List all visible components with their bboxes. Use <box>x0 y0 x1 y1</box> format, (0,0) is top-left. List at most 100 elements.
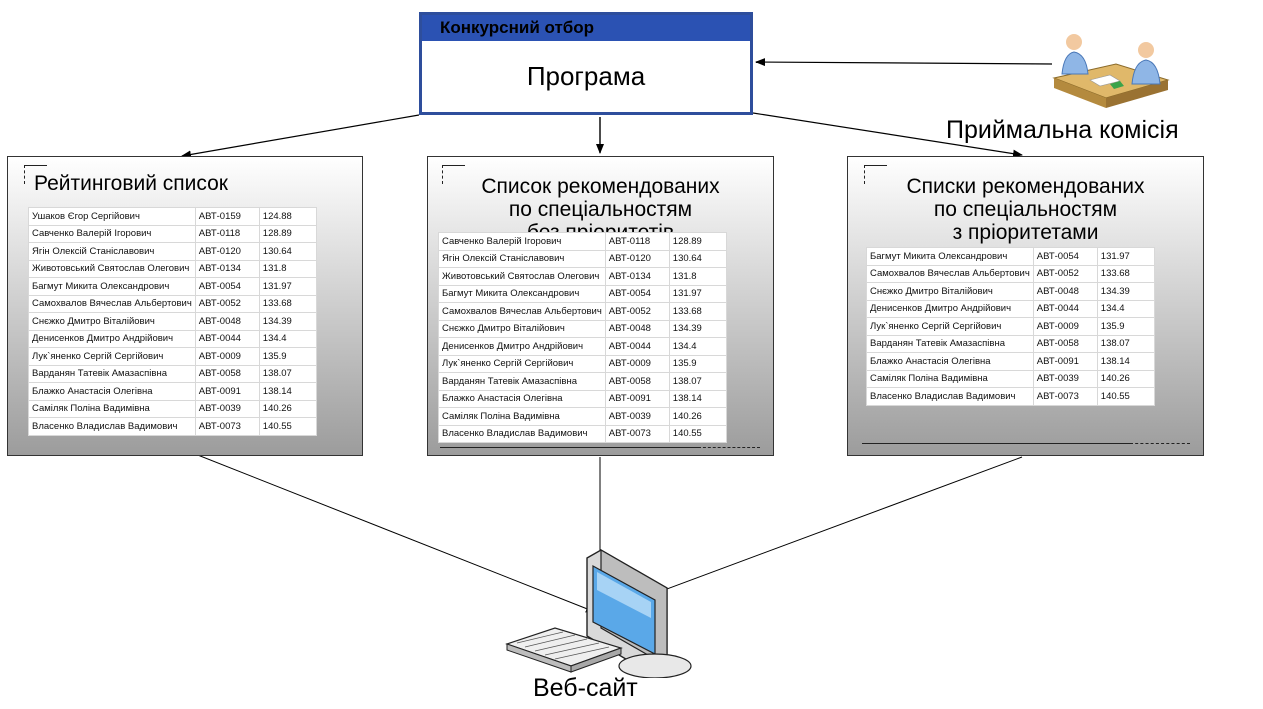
applicant-score: 135.9 <box>258 347 317 366</box>
applicant-name: Самохвалов Вячеслав Альбертович <box>866 264 1034 283</box>
applicant-score: 138.07 <box>1096 334 1155 353</box>
program-header: Конкурсний отбор <box>422 15 750 41</box>
applicant-id: АВТ-0009 <box>194 347 260 366</box>
applicant-score: 138.14 <box>258 382 317 401</box>
applicant-name: Варданян Татевік Амазаспівна <box>438 372 606 391</box>
applicant-name: Багмут Микита Олександрович <box>438 284 606 303</box>
applicant-id: АВТ-0009 <box>604 354 670 373</box>
panel-corner-mark <box>864 165 887 184</box>
panel-corner-mark <box>24 165 47 184</box>
applicant-name: Саміляк Поліна Вадимівна <box>438 407 606 426</box>
applicant-id: АВТ-0118 <box>604 232 670 251</box>
applicant-id: АВТ-0052 <box>604 302 670 321</box>
applicant-score: 134.4 <box>668 337 727 356</box>
applicant-score: 134.4 <box>258 329 317 348</box>
applicant-name: Саміляк Поліна Вадимівна <box>866 369 1034 388</box>
applicant-name: Денисенков Дмитро Андрійович <box>438 337 606 356</box>
applicant-score: 138.07 <box>258 364 317 383</box>
priority-list-panel: Списки рекомендованих по спеціальностям … <box>847 156 1204 456</box>
applicant-score: 138.14 <box>1096 352 1155 371</box>
applicant-score: 128.89 <box>258 224 317 243</box>
applicant-score: 138.07 <box>668 372 727 391</box>
rating-list-panel: Рейтинговий список Ушаков Єгор Сергійови… <box>7 156 363 456</box>
applicant-id: АВТ-0134 <box>194 259 260 278</box>
applicant-name: Савченко Валерій Ігорович <box>28 224 196 243</box>
applicant-name: Багмут Микита Олександрович <box>866 247 1034 266</box>
applicant-score: 134.4 <box>1096 299 1155 318</box>
applicant-id: АВТ-0134 <box>604 267 670 286</box>
arrow-program-to-priority <box>752 112 1023 158</box>
applicant-id: АВТ-0054 <box>194 277 260 296</box>
applicant-score: 140.26 <box>1096 369 1155 388</box>
applicant-id: АВТ-0058 <box>1032 334 1098 353</box>
applicant-score: 134.39 <box>668 319 727 338</box>
applicant-id: АВТ-0048 <box>1032 282 1098 301</box>
applicant-score: 128.89 <box>668 232 727 251</box>
applicant-score: 138.14 <box>668 389 727 408</box>
applicant-name: Савченко Валерій Ігорович <box>438 232 606 251</box>
applicant-id: АВТ-0052 <box>194 294 260 313</box>
applicant-name: Власенко Владислав Вадимович <box>438 424 606 443</box>
applicant-id: АВТ-0054 <box>1032 247 1098 266</box>
applicant-name: Блажко Анастасія Олегівна <box>866 352 1034 371</box>
applicant-score: 134.39 <box>258 312 317 331</box>
applicant-score: 140.55 <box>668 424 727 443</box>
applicant-name: Ягін Олексій Станіславович <box>28 242 196 261</box>
applicant-name: Самохвалов Вячеслав Альбертович <box>438 302 606 321</box>
applicant-name: Блажко Анастасія Олегівна <box>28 382 196 401</box>
rating-list-title: Рейтинговий список <box>34 172 228 195</box>
applicant-name: Лук`яненко Сергій Сергійович <box>28 347 196 366</box>
applicant-id: АВТ-0058 <box>604 372 670 391</box>
applicant-name: Ягін Олексій Станіславович <box>438 249 606 268</box>
applicant-id: АВТ-0073 <box>1032 387 1098 406</box>
applicant-score: 131.8 <box>668 267 727 286</box>
applicant-id: АВТ-0009 <box>1032 317 1098 336</box>
applicant-score: 131.97 <box>668 284 727 303</box>
applicant-score: 130.64 <box>668 249 727 268</box>
applicant-name: Снєжко Дмитро Віталійович <box>28 312 196 331</box>
website-label: Веб-сайт <box>533 674 638 702</box>
applicant-id: АВТ-0044 <box>194 329 260 348</box>
applicant-score: 140.26 <box>258 399 317 418</box>
applicant-name: Лук`яненко Сергій Сергійович <box>438 354 606 373</box>
commission-label: Приймальна комісія <box>946 116 1179 144</box>
applicant-name: Багмут Микита Олександрович <box>28 277 196 296</box>
applicant-id: АВТ-0091 <box>1032 352 1098 371</box>
applicant-id: АВТ-0039 <box>194 399 260 418</box>
program-title: Програма <box>526 61 646 91</box>
applicant-name: Лук`яненко Сергій Сергійович <box>866 317 1034 336</box>
applicant-id: АВТ-0044 <box>604 337 670 356</box>
applicant-name: Варданян Татевік Амазаспівна <box>866 334 1034 353</box>
applicant-score: 133.68 <box>668 302 727 321</box>
applicant-id: АВТ-0073 <box>604 424 670 443</box>
applicant-name: Денисенков Дмитро Андрійович <box>28 329 196 348</box>
applicant-name: Блажко Анастасія Олегівна <box>438 389 606 408</box>
applicant-id: АВТ-0039 <box>604 407 670 426</box>
applicant-score: 140.55 <box>1096 387 1155 406</box>
panel-bottom-dash <box>1130 443 1190 444</box>
applicant-name: Снєжко Дмитро Віталійович <box>438 319 606 338</box>
